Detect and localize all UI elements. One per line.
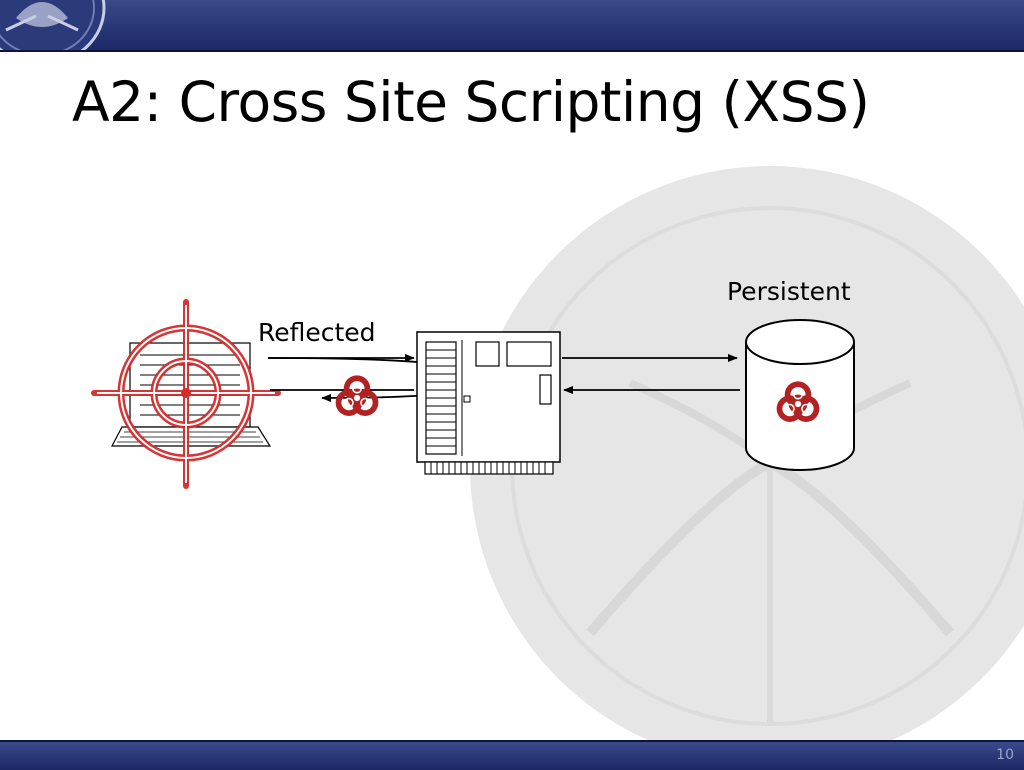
slide-title: A2: Cross Site Scripting (XSS)	[72, 70, 870, 134]
reflected-label: Reflected	[258, 318, 376, 347]
top-header-bar	[0, 0, 1024, 52]
owasp-wasp-logo-icon	[0, 0, 106, 50]
server-icon	[416, 331, 561, 475]
bottom-footer-bar: 10	[0, 740, 1024, 770]
persistent-arrows	[562, 354, 740, 394]
slide-number: 10	[996, 747, 1014, 763]
laptop-icon	[111, 342, 272, 447]
persistent-label: Persistent	[727, 277, 851, 306]
reflected-biohazard-icon	[338, 378, 375, 413]
crosshair-target-icon	[91, 299, 281, 489]
